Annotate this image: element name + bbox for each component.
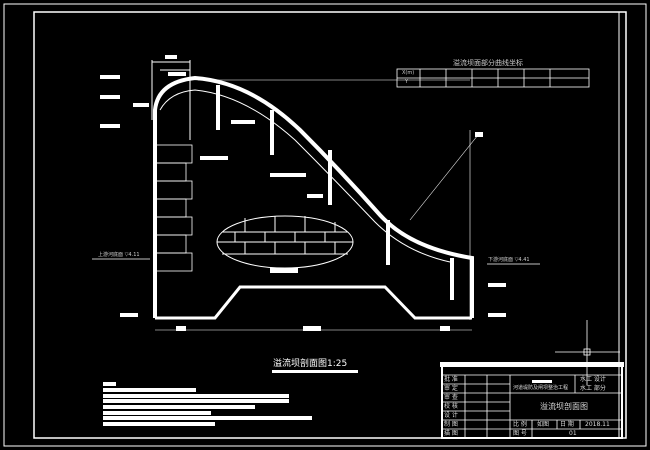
cursor-crosshair [555, 320, 620, 385]
coord-table-title: 溢流坝面部分曲线坐标 [453, 59, 523, 67]
tb-drawing-name: 溢流坝剖面图 [540, 402, 588, 411]
outer-frame [3, 3, 647, 447]
tb-label-review: 审 查 [444, 394, 458, 401]
tb-label-verify: 审 定 [444, 385, 458, 392]
coordinate-table [396, 68, 590, 88]
brick-ellipse [216, 215, 354, 269]
support-columns [216, 85, 454, 300]
tb-date-label: 日 期 [560, 421, 574, 428]
tb-scale-label: 比 例 [513, 421, 527, 428]
coord-row-y: Y [405, 79, 409, 85]
tb-label-trace: 描 图 [444, 430, 458, 437]
tb-number-label: 图 号 [513, 430, 527, 437]
dam-profile [151, 60, 479, 320]
notes-text-block [103, 382, 312, 426]
tb-label-draw: 制 图 [444, 421, 458, 428]
hatched-blocks [155, 144, 193, 272]
tb-scale-value: 如图 [537, 421, 550, 428]
tb-label-check: 校 核 [444, 403, 458, 410]
tb-number-value: 01 [569, 430, 577, 437]
inner-frame [33, 11, 627, 439]
drawing-title: 溢流坝剖面图1:25 [273, 359, 348, 369]
tb-date-value: 2018.11 [585, 421, 610, 428]
downstream-bed-label: 下游河底面 ▽4.41 [488, 257, 530, 263]
tb-dept-1: 水工 设计 [580, 376, 606, 383]
tb-project: 河道堤防及闸坝整治工程 [513, 385, 569, 391]
tb-label-design: 设 计 [444, 412, 458, 419]
tb-label-approve: 批 准 [444, 376, 458, 383]
tb-dept-2: 水工 部分 [580, 385, 606, 392]
coord-row-x: X(m) [402, 70, 415, 76]
upstream-bed-label: 上游河底面 ▽4.11 [98, 252, 140, 258]
